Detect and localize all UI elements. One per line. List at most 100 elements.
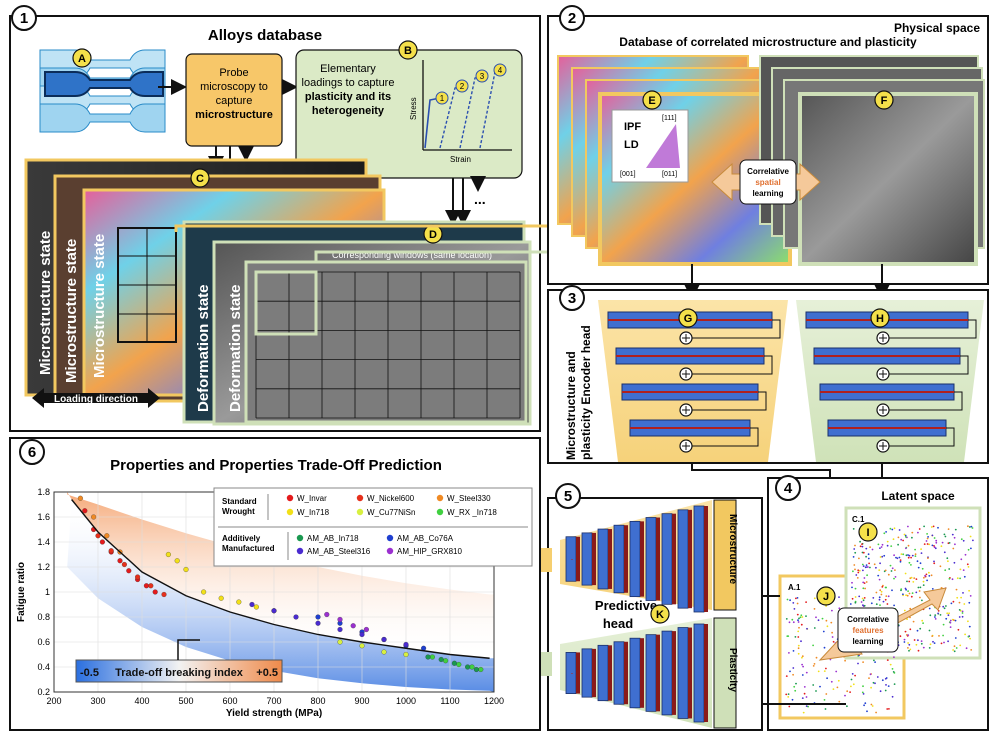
- latent-point: [857, 662, 859, 665]
- latent-point: [926, 533, 928, 535]
- latent-point: [933, 537, 936, 539]
- data-point-W-Invar: [82, 508, 88, 514]
- latent-point: [916, 560, 919, 563]
- svg-text:A: A: [78, 53, 86, 65]
- latent-point: [869, 546, 871, 548]
- latent-point: [878, 598, 881, 601]
- latent-point: [886, 603, 889, 605]
- latent-point: [917, 649, 920, 652]
- latent-point: [958, 609, 961, 611]
- svg-text:K: K: [656, 609, 664, 621]
- latent-point: [947, 528, 950, 530]
- plasticity-output-bar: [713, 617, 737, 729]
- latent-point: [875, 603, 878, 606]
- skip-connection: [889, 319, 977, 339]
- latent-point: [862, 599, 865, 602]
- latent-point: [903, 609, 906, 612]
- latent-point: [881, 679, 884, 682]
- latent-point: [948, 577, 951, 580]
- encoder-side-label-2: plasticity Encoder head: [579, 325, 593, 460]
- latent-point: [801, 674, 804, 676]
- latent-point: [879, 562, 881, 565]
- loading-direction-arrow: Loading direction: [32, 388, 160, 408]
- latent-point: [879, 690, 882, 693]
- legend-label: W_Invar: [297, 494, 327, 503]
- decoder-layer: [629, 520, 641, 598]
- latent-point: [802, 711, 805, 714]
- latent-point: [851, 581, 853, 584]
- latent-point: [855, 574, 858, 576]
- data-point-W-In718: [253, 604, 259, 610]
- latent-point: [889, 663, 892, 666]
- loading-text-3: plasticity and its: [305, 91, 391, 103]
- latent-point: [928, 629, 931, 632]
- latent-point: [904, 587, 907, 590]
- latent-point: [793, 608, 796, 610]
- latent-point: [907, 634, 910, 636]
- legend-marker: [286, 508, 294, 516]
- latent-point: [853, 564, 856, 566]
- latent-c1-label: C.1: [852, 515, 865, 524]
- decoder-layer-edge: [704, 624, 708, 722]
- predictive-label: Predictive: [595, 598, 657, 613]
- encoder-layers: [607, 311, 977, 453]
- x-tick-label: 500: [178, 696, 193, 706]
- latent-point: [926, 543, 929, 545]
- data-point-W-In718: [183, 566, 189, 573]
- latent-point: [942, 605, 945, 608]
- latent-point: [879, 589, 882, 592]
- latent-point: [853, 548, 856, 550]
- latent-point: [797, 630, 800, 633]
- latent-point: [963, 575, 966, 578]
- x-axis-label: Yield strength (MPa): [226, 708, 322, 719]
- latent-point: [863, 597, 866, 599]
- latent-point: [877, 574, 880, 577]
- probe-text-2: microscopy to: [200, 81, 268, 93]
- latent-point: [967, 548, 970, 551]
- data-point-W-Nickel600: [108, 548, 114, 554]
- latent-point: [903, 641, 906, 643]
- latent-point: [862, 569, 864, 572]
- probe-text-3: capture: [216, 95, 253, 107]
- latent-point: [948, 542, 951, 544]
- latent-point: [862, 685, 864, 688]
- latent-point: [915, 578, 918, 580]
- data-point-W-Nickel600: [95, 533, 101, 539]
- latent-point: [920, 642, 923, 645]
- x-tick-label: 600: [222, 696, 237, 706]
- latent-point: [861, 563, 864, 566]
- latent-point: [884, 598, 887, 601]
- x-tick-label: 1000: [396, 696, 416, 706]
- latent-point: [797, 621, 800, 623]
- decoder-layers: [565, 505, 708, 723]
- latent-point: [960, 538, 963, 541]
- latent-point: [786, 598, 789, 601]
- latent-point: [917, 531, 919, 534]
- latent-point: [894, 576, 897, 578]
- data-point-W-In718: [201, 589, 207, 595]
- latent-point: [929, 614, 932, 617]
- latent-point: [959, 644, 962, 647]
- latent-point: [793, 685, 796, 688]
- latent-point: [857, 569, 860, 572]
- x-tick-label: 1100: [440, 696, 459, 706]
- latent-point: [914, 555, 917, 557]
- latent-point: [802, 665, 804, 668]
- latent-point: [902, 539, 904, 542]
- latent-point: [955, 588, 958, 591]
- chart-title: Properties and Properties Trade-Off Pred…: [110, 457, 442, 474]
- latent-point: [933, 642, 936, 644]
- latent-point: [887, 685, 890, 687]
- decoder-layer: [677, 509, 689, 609]
- latent-point: [893, 527, 896, 530]
- latent-point: [911, 592, 914, 594]
- svg-text:B: B: [404, 45, 412, 57]
- badge-b: B: [398, 40, 418, 60]
- latent-point: [884, 569, 887, 572]
- latent-point: [887, 573, 890, 576]
- latent-point: [885, 684, 887, 686]
- latent-point: [907, 544, 910, 547]
- decoder-layer-edge: [608, 529, 612, 589]
- latent-point: [908, 561, 911, 564]
- data-point-W-Nickel600: [135, 574, 141, 580]
